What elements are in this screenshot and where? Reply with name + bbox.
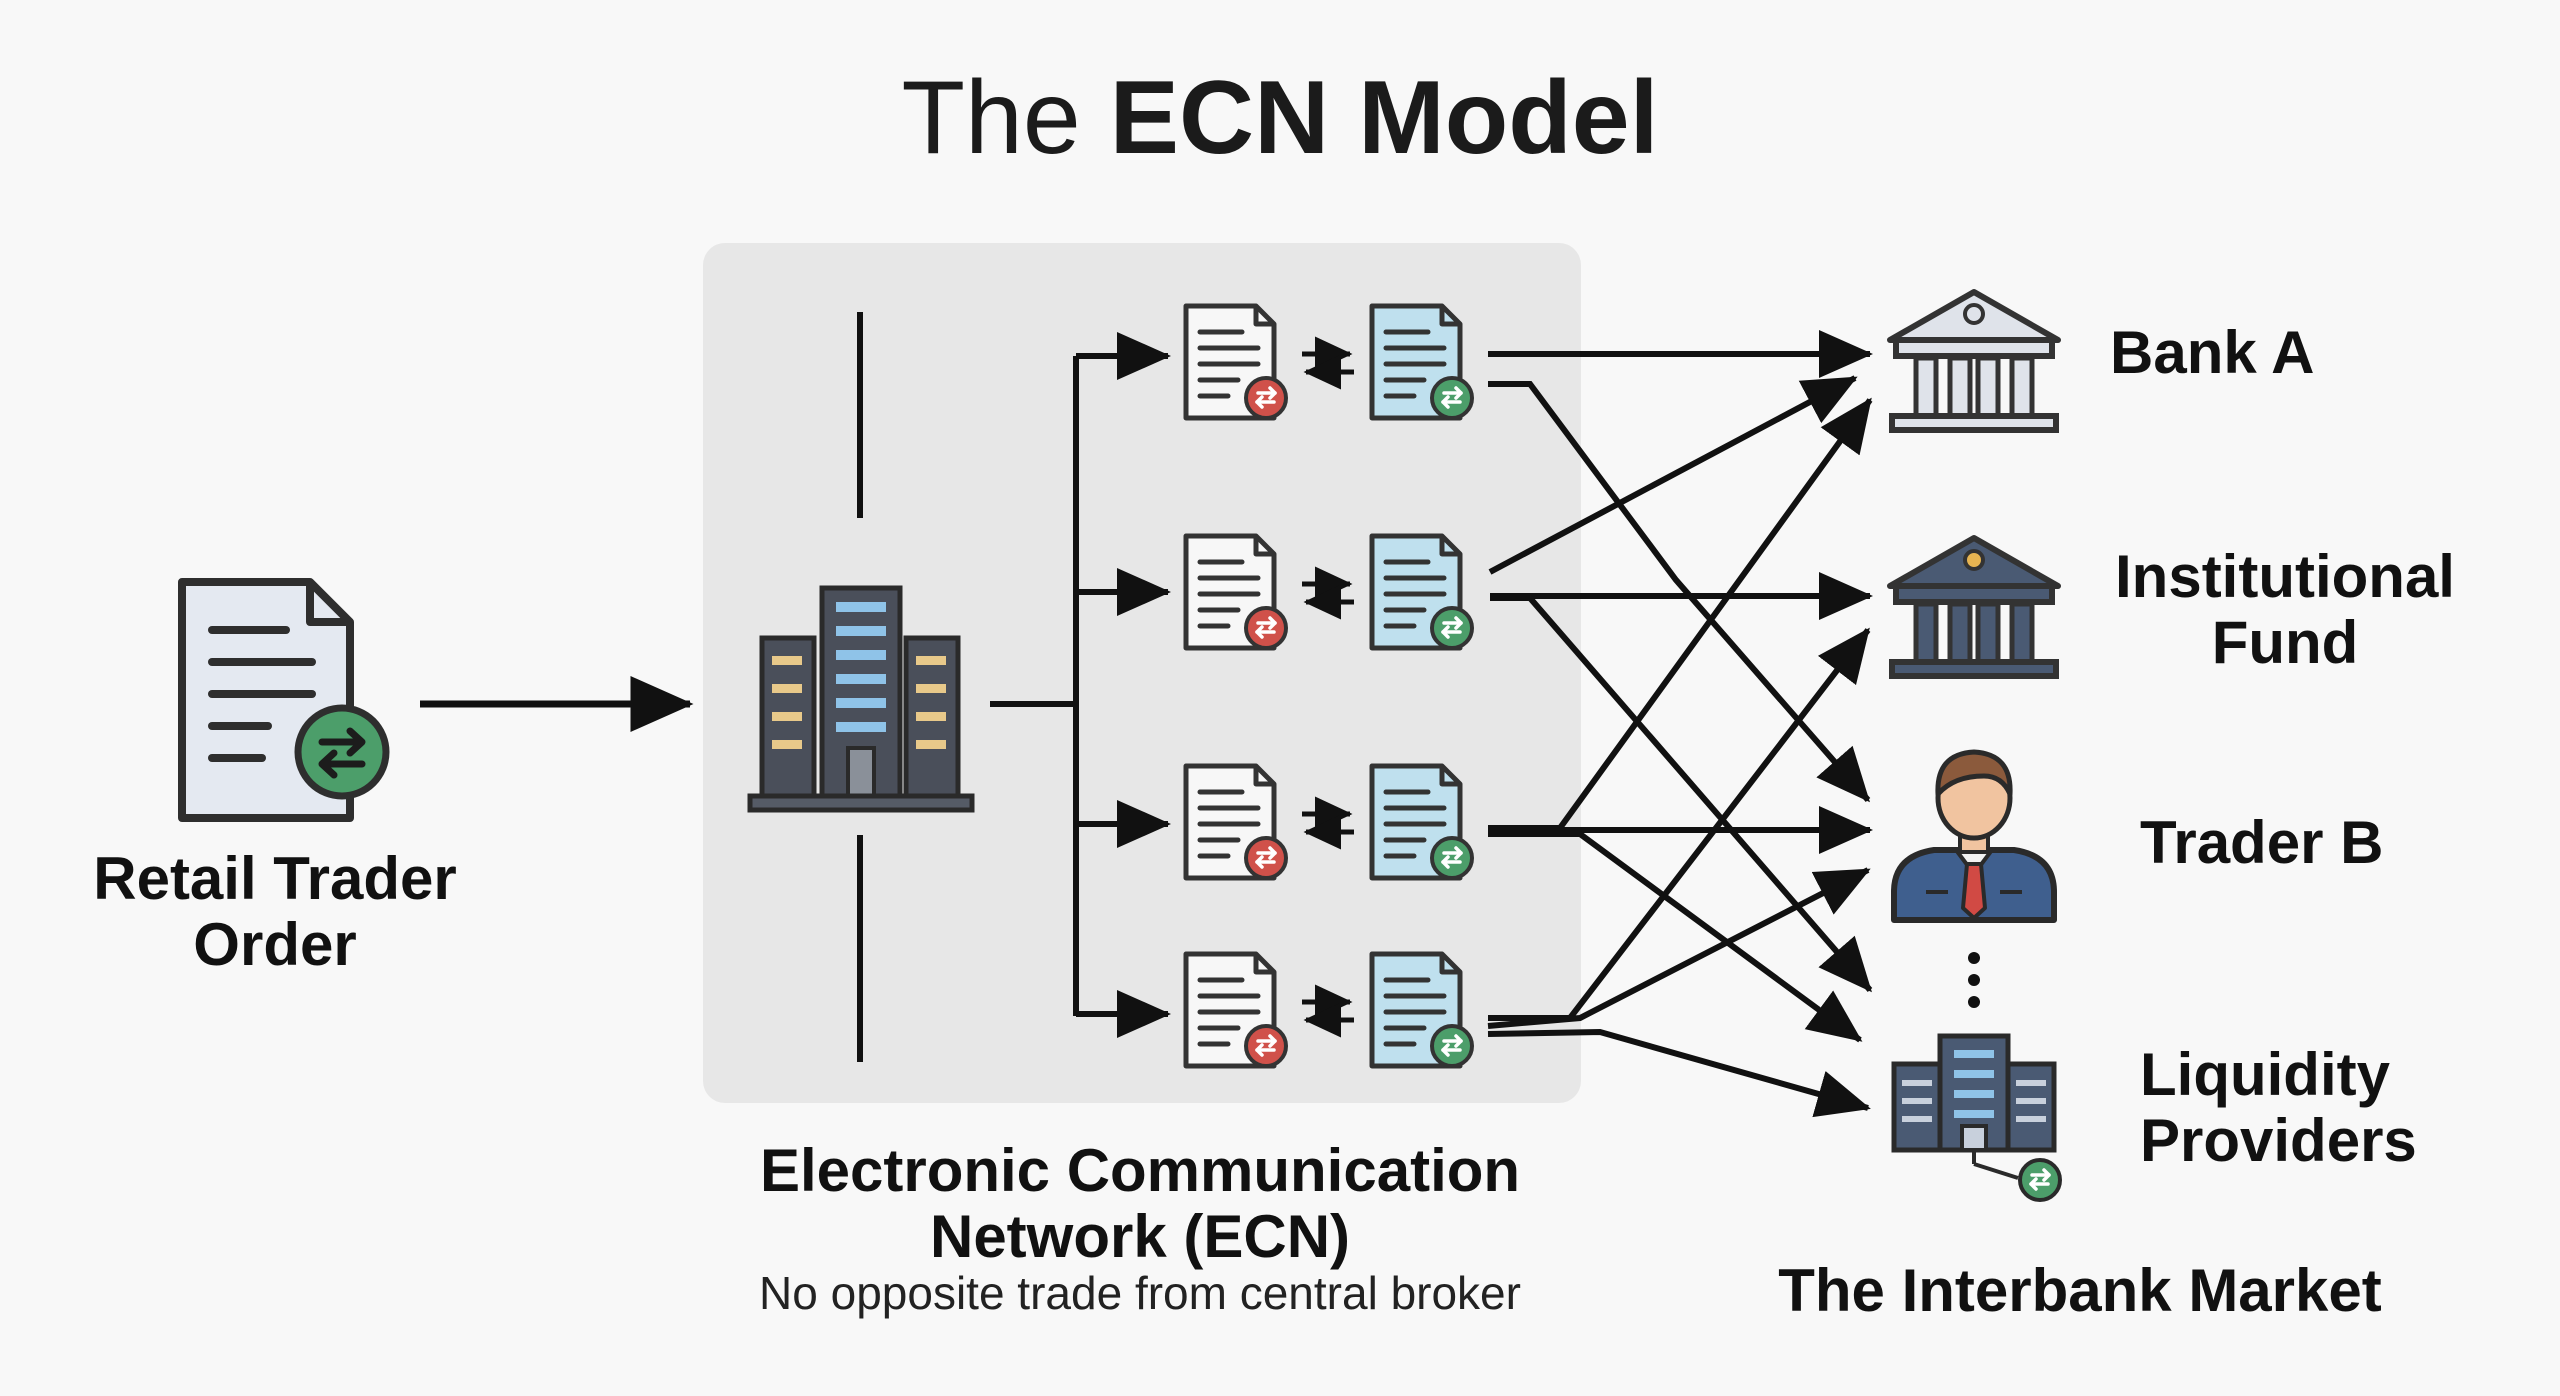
routing-arrows <box>1487 330 1873 1118</box>
title-regular: The <box>901 60 1081 176</box>
title-bold: ECN Model <box>1109 60 1659 176</box>
ecn-building-icon <box>747 585 975 813</box>
institutional-fund-label: Institutional Fund <box>2110 544 2460 676</box>
trader-b-label: Trader B <box>2140 809 2384 876</box>
ecn-label-line1: Electronic Communication <box>759 1137 1521 1204</box>
bank-icon <box>1890 292 2058 430</box>
ecn-subtitle: No opposite trade from central broker <box>759 1267 1521 1319</box>
ecn-label: Electronic Communication Network (ECN) <box>700 1138 1580 1270</box>
institutional-fund-line2: Fund <box>2211 609 2359 676</box>
institutional-fund-line1: Institutional <box>2115 543 2455 610</box>
ecn-label-line2: Network (ECN) <box>929 1203 1351 1270</box>
more-dots-icon <box>1968 952 1980 1008</box>
retail-trader-line1: Retail Trader <box>93 845 457 912</box>
person-icon <box>1891 749 2057 923</box>
liquidity-providers-label: Liquidity Providers <box>2140 1042 2417 1174</box>
page-title: The ECN Model <box>0 48 2560 188</box>
institution-icon <box>1890 538 2058 676</box>
retail-trader-line2: Order <box>193 911 357 978</box>
ecn-branch-connector <box>990 332 1171 1038</box>
retail-trader-label: Retail Trader Order <box>60 846 490 978</box>
retail-order-document-icon <box>178 578 390 822</box>
order-pair-1 <box>1186 306 1472 418</box>
interbank-market-label: The Interbank Market <box>1778 1257 2382 1324</box>
liquidity-providers-line2: Providers <box>2140 1107 2417 1174</box>
bank-a-label: Bank A <box>2110 319 2315 386</box>
order-pair-4 <box>1186 954 1472 1066</box>
liquidity-providers-line1: Liquidity <box>2140 1041 2390 1108</box>
order-pair-3 <box>1186 766 1472 878</box>
building-exchange-icon <box>1891 1033 2062 1202</box>
order-pair-2 <box>1186 536 1472 648</box>
